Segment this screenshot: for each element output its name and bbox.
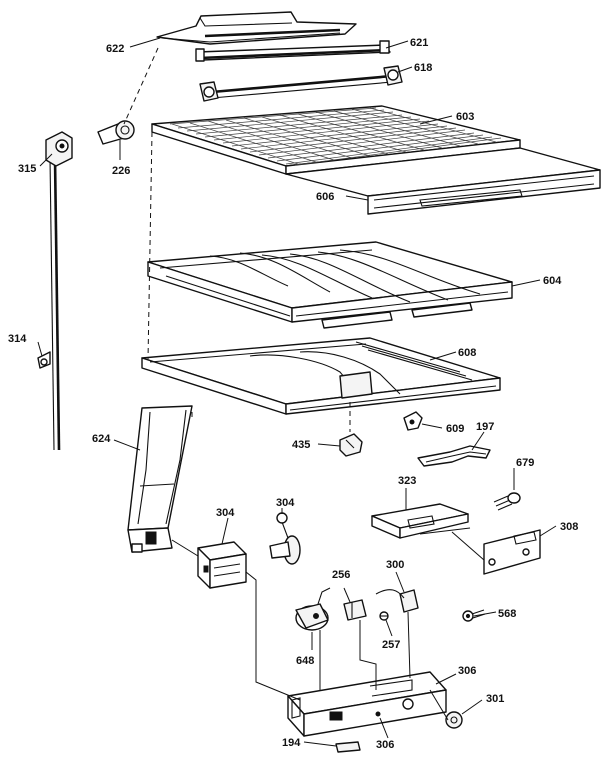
callout-679: 679 — [516, 457, 534, 469]
part-622-cover — [156, 11, 357, 45]
callout-194: 194 — [282, 737, 301, 749]
callout-621: 621 — [410, 37, 428, 49]
callout-256: 256 — [332, 569, 350, 581]
callout-648: 648 — [296, 655, 314, 667]
callout-306-lower: 306 — [376, 739, 394, 751]
part-315-control-rod — [45, 131, 73, 451]
callout-306-upper: 306 — [458, 665, 476, 677]
callout-323: 323 — [398, 475, 416, 487]
part-679-screw — [493, 492, 521, 511]
part-304-block-left — [197, 541, 247, 589]
callout-257: 257 — [382, 639, 400, 651]
callout-568: 568 — [498, 608, 516, 620]
callout-197: 197 — [476, 421, 494, 433]
callout-315: 315 — [18, 163, 36, 175]
part-304-knob-right — [269, 512, 301, 565]
part-194-plate — [335, 741, 361, 753]
callout-301: 301 — [486, 693, 504, 705]
callout-622: 622 — [106, 43, 124, 55]
callout-618: 618 — [414, 62, 432, 74]
callout-314: 314 — [8, 333, 27, 345]
part-568-screw — [462, 609, 486, 622]
part-621-rail — [195, 40, 391, 62]
alignment-lines — [123, 47, 351, 432]
part-648-motor — [295, 587, 331, 631]
callout-300: 300 — [386, 559, 404, 571]
callout-603: 603 — [456, 111, 474, 123]
part-226-knob — [97, 120, 135, 145]
part-604-shelf — [147, 241, 513, 329]
callout-609: 609 — [446, 423, 464, 435]
callout-304-left: 304 — [216, 507, 235, 519]
callout-308: 308 — [560, 521, 578, 533]
part-624-channel — [127, 405, 193, 553]
callout-226: 226 — [112, 165, 130, 177]
part-300-relay — [375, 589, 419, 613]
wiring — [171, 539, 449, 721]
part-618-damper-shaft — [199, 65, 403, 102]
part-256-switch — [343, 599, 367, 621]
part-308-plate — [451, 529, 541, 575]
callout-labels: 622 621 618 603 315 226 606 604 314 608 … — [8, 37, 578, 751]
callout-604: 604 — [543, 275, 562, 287]
part-197-wire — [417, 445, 491, 467]
part-608-pan — [141, 337, 501, 415]
part-323-bracket — [371, 503, 471, 539]
part-609-fitting — [403, 411, 423, 431]
part-306-base-housing — [287, 671, 447, 737]
callout-435: 435 — [292, 439, 310, 451]
callout-606: 606 — [316, 191, 334, 203]
part-435-fitting — [339, 433, 363, 457]
callout-304-right: 304 — [276, 497, 295, 509]
callout-624: 624 — [92, 433, 111, 445]
leader-lines — [37, 37, 557, 747]
callout-608: 608 — [458, 347, 476, 359]
part-301-nut — [445, 711, 463, 729]
part-603-grid-shelf — [151, 105, 601, 215]
part-314-clip — [37, 351, 51, 369]
part-257-screw — [379, 611, 389, 621]
